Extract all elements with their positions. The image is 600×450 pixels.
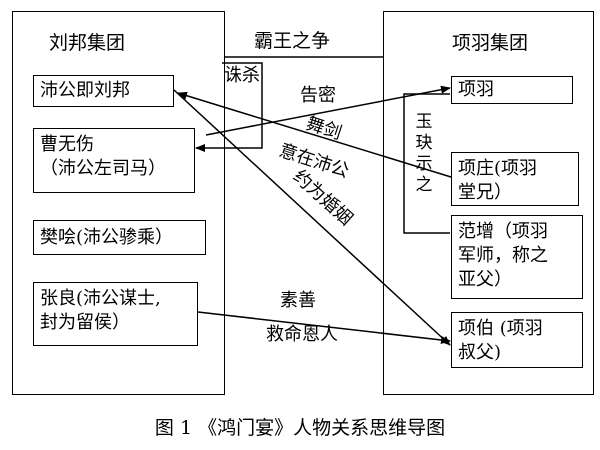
label-jiuming: 救命恩人 <box>266 324 338 345</box>
node-xiangyu-label: 项羽 <box>458 79 494 100</box>
node-xiangzhuang: 项庄(项羽 堂兄） <box>451 152 579 206</box>
center-title: 霸王之争 <box>254 30 331 52</box>
node-fanzeng: 范增（项羽 军师，称之 亚父） <box>451 215 583 299</box>
node-caowushang-line1: 曹无伤 <box>40 134 94 155</box>
node-xiangyu: 项羽 <box>451 76 573 104</box>
node-caowushang-line2: （沛公左司马） <box>40 158 166 179</box>
node-zhangliang-line1: 张良(沛公谋士, <box>40 288 161 309</box>
node-xiangbo-line2: 叔父) <box>458 342 502 363</box>
label-zhusha: 诛杀 <box>224 65 260 86</box>
figure-caption: 图 1 《鸿门宴》人物关系思维导图 <box>154 417 446 439</box>
node-zhangliang-line2: 封为留侯） <box>40 312 130 333</box>
label-wujian: 舞剑 <box>303 113 345 145</box>
node-caowushang: 曹无伤 （沛公左司马） <box>33 128 195 193</box>
node-fanzeng-line2: 军师，称之 <box>458 245 548 266</box>
node-xiangbo-line1: 项伯 (项羽 <box>458 318 543 339</box>
xiang-group-title: 项羽集团 <box>452 32 529 54</box>
label-sushan: 素善 <box>280 290 316 311</box>
node-xiangbo: 项伯 (项羽 叔父) <box>451 312 583 368</box>
node-liubang-label: 沛公即刘邦 <box>40 80 130 101</box>
label-gaomi: 告密 <box>300 85 336 106</box>
node-fanzeng-line1: 范增（项羽 <box>458 221 548 242</box>
node-fanzeng-line3: 亚父） <box>458 269 512 290</box>
node-xiangzhuang-line2: 堂兄） <box>458 182 512 203</box>
node-liubang: 沛公即刘邦 <box>33 75 174 107</box>
node-zhangliang: 张良(沛公谋士, 封为留侯） <box>33 282 198 346</box>
liu-group-title: 刘邦集团 <box>49 32 126 54</box>
node-xiangzhuang-line1: 项庄(项羽 <box>458 158 538 179</box>
label-yujue: 玉玦示之 <box>415 112 433 195</box>
node-fankuai: 樊哙(沛公骖乘） <box>33 220 206 255</box>
node-fankuai-label: 樊哙(沛公骖乘） <box>40 226 174 248</box>
